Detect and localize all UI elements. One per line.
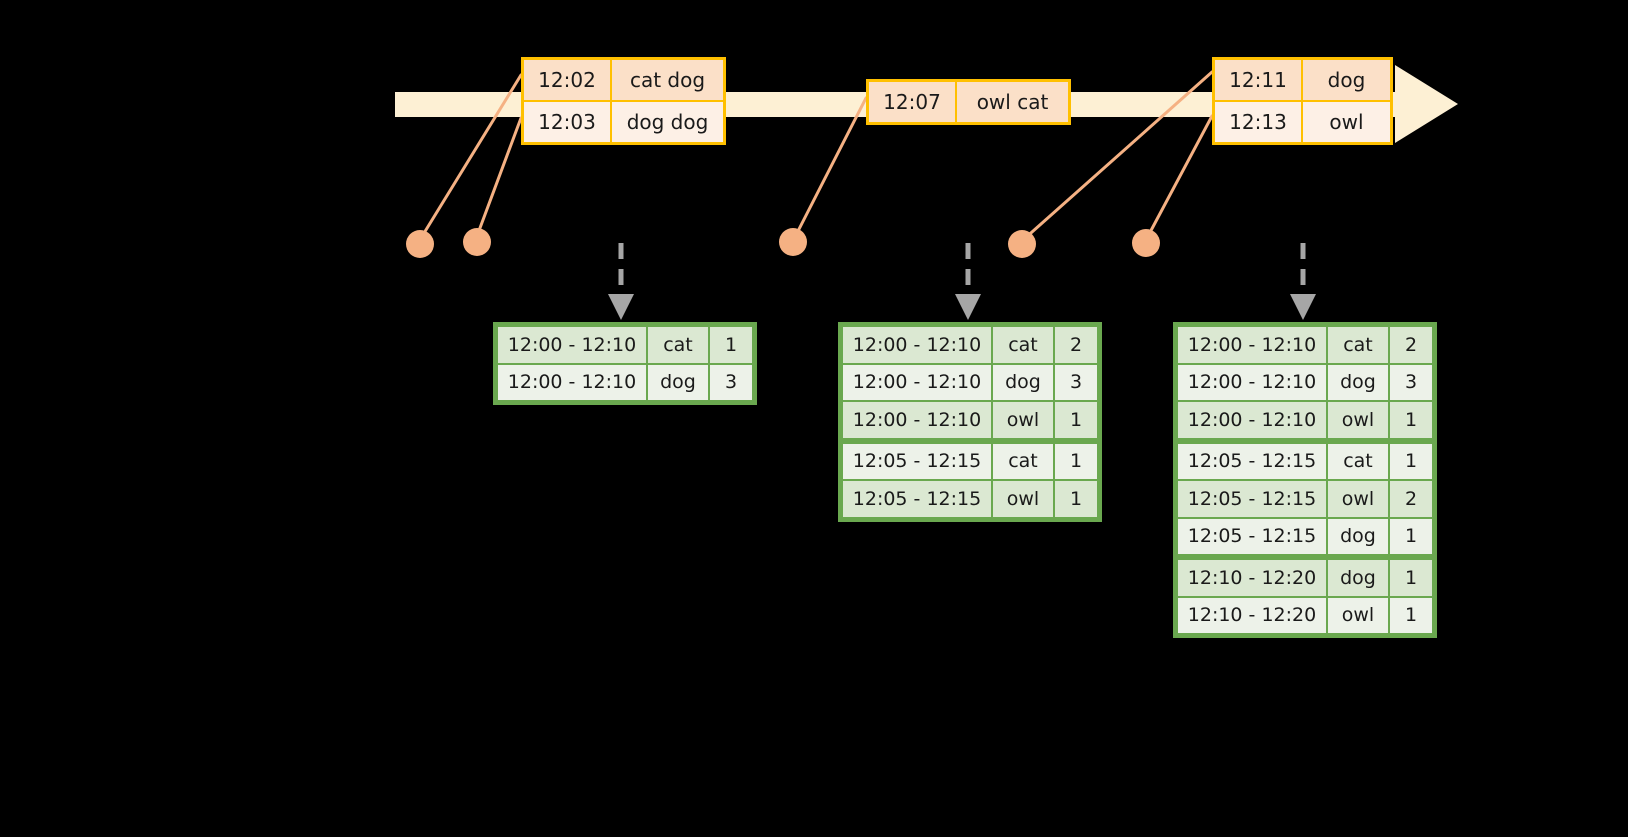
cell-count: 1 [1054,401,1098,439]
event-time: 12:13 [1215,102,1301,142]
cell-word: owl [992,401,1054,439]
cell-word: cat [992,326,1054,364]
event-words: owl cat [955,82,1068,122]
cell-count: 3 [709,363,753,401]
cell-word: dog [992,363,1054,401]
cell-count: 1 [1054,442,1098,480]
cell-window: 12:00 - 12:10 [497,363,647,401]
cell-count: 2 [1389,480,1433,518]
cell-window: 12:00 - 12:10 [1177,326,1327,364]
event-connector-lines [419,70,1214,242]
cell-count: 1 [1389,596,1433,634]
connector-line-1211 [1021,70,1214,242]
cell-window: 12:00 - 12:10 [1177,363,1327,401]
event-words: cat dog [610,60,723,100]
cell-window: 12:05 - 12:15 [842,480,992,518]
cell-count: 3 [1054,363,1098,401]
event-words: dog [1301,60,1390,100]
connector-line-1207 [793,96,868,239]
cell-window: 12:10 - 12:20 [1177,596,1327,634]
connector-line-1213 [1145,114,1214,240]
cell-word: cat [647,326,709,364]
event-row[interactable]: 12:07 owl cat [869,82,1068,122]
connector-line-1203 [475,116,523,238]
table-feed-arrow-2 [955,243,981,320]
cell-word: dog [1327,517,1389,555]
cell-count: 1 [1054,480,1098,518]
cell-count: 1 [1389,517,1433,555]
cell-window: 12:00 - 12:10 [842,363,992,401]
event-time: 12:02 [524,60,610,100]
cell-count: 1 [1389,559,1433,597]
cell-count: 3 [1389,363,1433,401]
cell-count: 1 [709,326,753,364]
cell-window: 12:05 - 12:15 [842,442,992,480]
table-feed-arrow-3 [1290,243,1316,320]
cell-window: 12:00 - 12:10 [842,401,992,439]
cell-count: 1 [1389,442,1433,480]
event-row[interactable]: 12:13 owl [1215,100,1390,142]
cell-word: dog [1327,559,1389,597]
event-group-2[interactable]: 12:07 owl cat [866,79,1071,125]
event-words: owl [1301,102,1390,142]
cell-window: 12:05 - 12:15 [1177,517,1327,555]
cell-window: 12:05 - 12:15 [1177,480,1327,518]
cell-count: 2 [1389,326,1433,364]
cell-window: 12:00 - 12:10 [1177,401,1327,439]
cell-window: 12:10 - 12:20 [1177,559,1327,597]
event-time: 12:03 [524,102,610,142]
event-row[interactable]: 12:02 cat dog [524,60,723,100]
event-time: 12:11 [1215,60,1301,100]
cell-window: 12:05 - 12:15 [1177,442,1327,480]
event-group-3[interactable]: 12:11 dog 12:13 owl [1212,57,1393,145]
cell-word: owl [1327,480,1389,518]
connector-dot-2 [463,228,491,256]
event-group-1[interactable]: 12:02 cat dog 12:03 dog dog [521,57,726,145]
cell-word: cat [992,442,1054,480]
event-row[interactable]: 12:03 dog dog [524,100,723,142]
cell-word: owl [1327,401,1389,439]
cell-window: 12:00 - 12:10 [497,326,647,364]
connector-dot-4 [1008,230,1036,258]
cell-word: owl [1327,596,1389,634]
table-feed-arrows [608,243,1316,320]
cell-window: 12:00 - 12:10 [842,326,992,364]
event-row[interactable]: 12:11 dog [1215,60,1390,100]
cell-count: 2 [1054,326,1098,364]
event-time: 12:07 [869,82,955,122]
cell-word: cat [1327,442,1389,480]
cell-word: cat [1327,326,1389,364]
connector-dot-3 [779,228,807,256]
connector-dot-5 [1132,229,1160,257]
cell-word: dog [647,363,709,401]
connector-line-1202 [419,73,523,240]
cell-word: owl [992,480,1054,518]
connector-dot-1 [406,230,434,258]
cell-count: 1 [1389,401,1433,439]
table-feed-arrow-1 [608,243,634,320]
event-words: dog dog [610,102,723,142]
event-connector-dots [406,228,1160,258]
cell-word: dog [1327,363,1389,401]
